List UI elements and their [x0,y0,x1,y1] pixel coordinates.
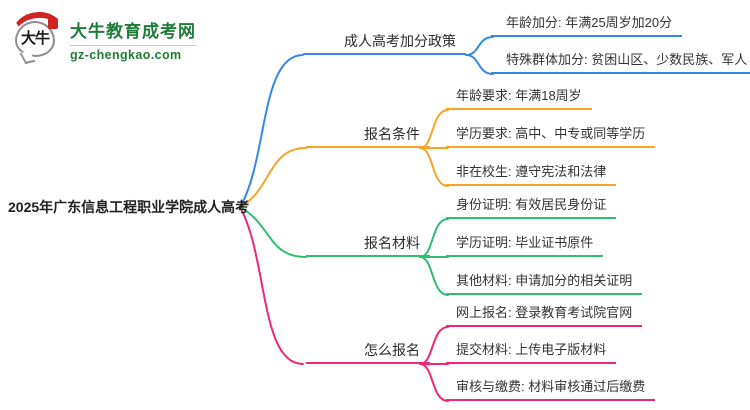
branch-node-bonus-policy: 成人高考加分政策 [303,31,466,55]
branch4-wires [239,206,449,402]
site-brand[interactable]: 大牛 大牛教育成考网 gz-chengkao.com [11,9,196,65]
logo-characters: 大牛 [20,30,50,47]
branch-node-requirements: 报名条件 [306,124,430,148]
branch2-wires [239,109,449,208]
leaf-node-special-group-bonus: 特殊群体加分: 贫困山区、少数民族、军人 [491,50,750,74]
leaf-node-online-registration: 网上报名: 登录教育考试院官网 [446,303,643,327]
mindmap-root-node: 2025年广东信息工程职业学院成人高考 [8,199,250,215]
leaf-node-non-student: 非在校生: 遵守宪法和法律 [446,162,617,186]
leaf-node-submit-materials: 提交材料: 上传电子版材料 [446,340,617,364]
leaf-node-review-and-pay: 审核与缴费: 材料审核通过后缴费 [446,377,656,401]
leaf-node-age-bonus: 年龄加分: 年满25周岁加20分 [491,13,683,37]
branch-node-materials: 报名材料 [306,233,430,257]
brand-text: 大牛教育成考网 gz-chengkao.com [70,12,196,62]
site-domain: gz-chengkao.com [70,48,182,62]
leaf-node-education-requirement: 学历要求: 高中、中专或同等学历 [446,124,656,148]
site-logo-icon: 大牛 [11,9,65,65]
leaf-node-id-proof: 身份证明: 有效居民身份证 [446,195,617,219]
site-name: 大牛教育成考网 [70,17,196,46]
leaf-node-other-materials: 其他材料: 申请加分的相关证明 [446,271,643,295]
branch-node-how-to-register: 怎么报名 [306,340,430,364]
leaf-node-diploma-proof: 学历证明: 毕业证书原件 [446,233,604,257]
logo-red-seal [48,18,58,29]
branch1-wires [239,36,494,208]
leaf-node-age-requirement: 年龄要求: 年满18周岁 [446,86,592,110]
